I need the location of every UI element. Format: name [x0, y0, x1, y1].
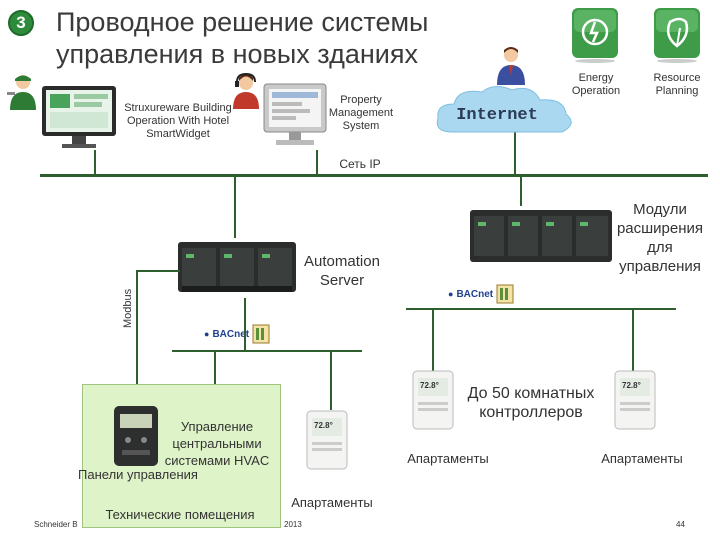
thermostat-lower-temp: 72.8° — [314, 421, 333, 430]
bacnet-dot-icon: ● — [448, 289, 454, 299]
thermostat-mid-temp: 72.8° — [420, 381, 439, 390]
field-drop-2 — [214, 350, 216, 386]
automation-server-label: Automation Server — [304, 253, 380, 289]
hvac-label: Управление центральными системами HVAC — [164, 419, 270, 468]
thermostat-lower: 72.8° — [306, 410, 348, 470]
bacnet-logo-upper: ● BACnet — [448, 284, 514, 304]
thermostat-mid: 72.8° — [412, 370, 454, 430]
resource-planning-icon — [650, 6, 704, 64]
footer-left: Schneider B — [34, 520, 78, 529]
field-drop-3 — [330, 350, 332, 410]
internet-cloud-icon — [432, 82, 578, 142]
apartments-label-right: Апартаменты — [601, 451, 683, 466]
slide-title: Проводное решение системы управления в н… — [56, 7, 429, 69]
pms-computer-icon — [262, 82, 328, 150]
control-panels-label: Панели управления — [78, 467, 198, 482]
connector-internet — [514, 132, 516, 176]
connector-automation-server — [234, 174, 236, 238]
struxureware-label: Struxureware Building Operation With Hot… — [124, 102, 232, 140]
expansion-modules-label: Модули расширения для управления — [616, 201, 704, 275]
thermostat-right: 72.8° — [614, 370, 656, 430]
ip-network-line — [40, 174, 708, 177]
energy-operation-icon — [568, 6, 622, 64]
room-controllers-label: До 50 комнатных контроллеров — [467, 385, 595, 421]
connector-workstation — [94, 150, 96, 176]
technical-rooms-label: Технические помещения — [105, 507, 255, 522]
modules-drop-1 — [432, 308, 434, 372]
bacnet-label-upper: BACnet — [456, 288, 494, 300]
operator-headset-icon — [230, 72, 262, 110]
connector-pms — [316, 150, 318, 176]
page-number: 44 — [676, 520, 685, 529]
modbus-label: Modbus — [122, 288, 134, 328]
apartments-label-mid: Апартаменты — [407, 451, 489, 466]
bacnet-building-icon — [496, 284, 514, 304]
slide-number-badge: 3 — [8, 10, 34, 36]
pms-label: Property Management System — [328, 94, 394, 132]
hvac-controller-icon — [112, 404, 160, 468]
modules-bus — [406, 308, 676, 310]
bacnet-building-icon — [252, 324, 270, 344]
field-drop-1 — [244, 298, 246, 352]
ip-network-label: Сеть IP — [339, 157, 381, 171]
workstation-monitor-icon — [40, 84, 118, 150]
field-bus — [172, 350, 362, 352]
bacnet-dot-icon: ● — [204, 329, 210, 339]
bacnet-logo-lower: ● BACnet — [204, 324, 270, 344]
expansion-modules-device — [470, 206, 612, 268]
bacnet-label-lower: BACnet — [212, 328, 250, 340]
connector-modules — [520, 174, 522, 206]
technician-icon — [6, 72, 40, 112]
internet-label: Internet — [456, 106, 538, 125]
automation-server-device — [178, 238, 296, 298]
modbus-line-top — [136, 270, 180, 272]
modbus-line-vertical — [136, 270, 138, 404]
thermostat-right-temp: 72.8° — [622, 381, 641, 390]
apartments-label-lower: Апартаменты — [291, 495, 373, 510]
modules-drop-2 — [632, 308, 634, 372]
remote-user-icon — [494, 44, 528, 86]
resource-planning-label: Resource Planning — [653, 72, 701, 97]
footer-year: 2013 — [284, 520, 302, 529]
energy-operation-label: Energy Operation — [571, 72, 621, 97]
